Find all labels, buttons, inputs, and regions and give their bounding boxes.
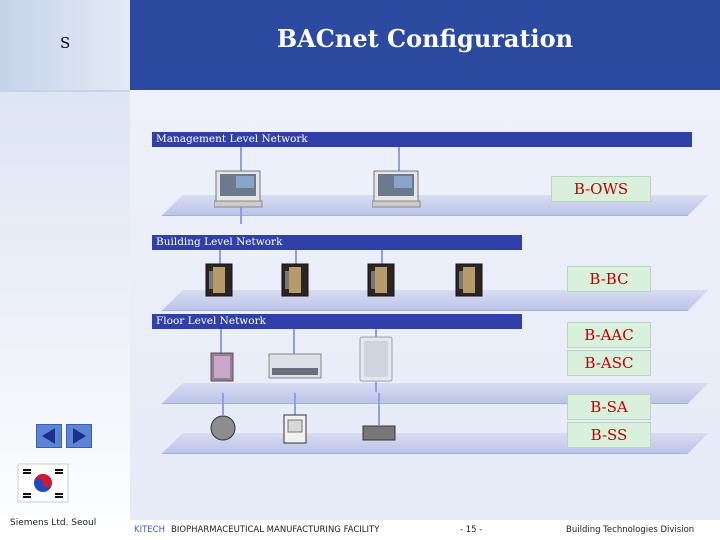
application-controller-icon [210, 352, 234, 382]
b-ss-label: B-SS [567, 422, 651, 448]
workstation-icon [372, 170, 421, 208]
footer-kitech: KITECH [134, 525, 165, 535]
building-floor [161, 290, 709, 311]
company-name: Siemens Ltd. Seoul [10, 518, 97, 528]
footer-facility: BIOPHARMACEUTICAL MANUFACTURING FACILITY [171, 525, 380, 535]
title-bar: BACnet Configuration [130, 0, 720, 90]
next-slide-button[interactable] [66, 424, 92, 448]
connector-line [219, 250, 221, 265]
b-asc-label: B-ASC [567, 350, 651, 376]
connector-line [295, 250, 297, 265]
smart-actuator-icon [210, 415, 236, 441]
connector-line [375, 382, 377, 392]
arrow-right-icon [73, 428, 86, 444]
arrow-left-icon [42, 428, 55, 444]
connector-line [398, 147, 400, 175]
specific-controller-icon [359, 336, 393, 382]
footer: KITECH BIOPHARMACEUTICAL MANUFACTURING F… [130, 520, 720, 540]
connector-line [378, 393, 380, 425]
sidebar-header [0, 0, 130, 92]
footer-division: Building Technologies Division [566, 525, 695, 535]
connector-line [222, 393, 224, 415]
connector-line [294, 393, 296, 415]
building-network-band: Building Level Network [152, 235, 522, 250]
smart-sensor-icon [362, 425, 396, 441]
management-network-band: Management Level Network [152, 132, 692, 147]
smart-sensor-icon [283, 414, 307, 444]
page-title: BACnet Configuration [276, 24, 574, 53]
footer-page-number: - 15 - [460, 525, 483, 535]
korean-flag-icon [17, 463, 69, 503]
b-aac-label: B-AAC [567, 322, 651, 348]
application-controller-icon [268, 353, 322, 379]
section-letter: S [60, 34, 71, 52]
connector-line [220, 329, 222, 353]
connector-line [381, 250, 383, 265]
sidebar [0, 0, 130, 540]
connector-line [240, 204, 242, 224]
connector-line [293, 329, 295, 355]
building-controller-icon [367, 263, 395, 297]
previous-slide-button[interactable] [36, 424, 62, 448]
connector-line [240, 147, 242, 175]
building-controller-icon [205, 263, 233, 297]
floor-network-band: Floor Level Network [152, 314, 522, 329]
b-ows-label: B-OWS [551, 176, 651, 202]
connector-line [375, 329, 377, 337]
building-controller-icon [281, 263, 309, 297]
b-sa-label: B-SA [567, 394, 651, 420]
b-bc-label: B-BC [567, 266, 651, 292]
workstation-icon [214, 170, 263, 208]
building-controller-icon [455, 263, 483, 297]
